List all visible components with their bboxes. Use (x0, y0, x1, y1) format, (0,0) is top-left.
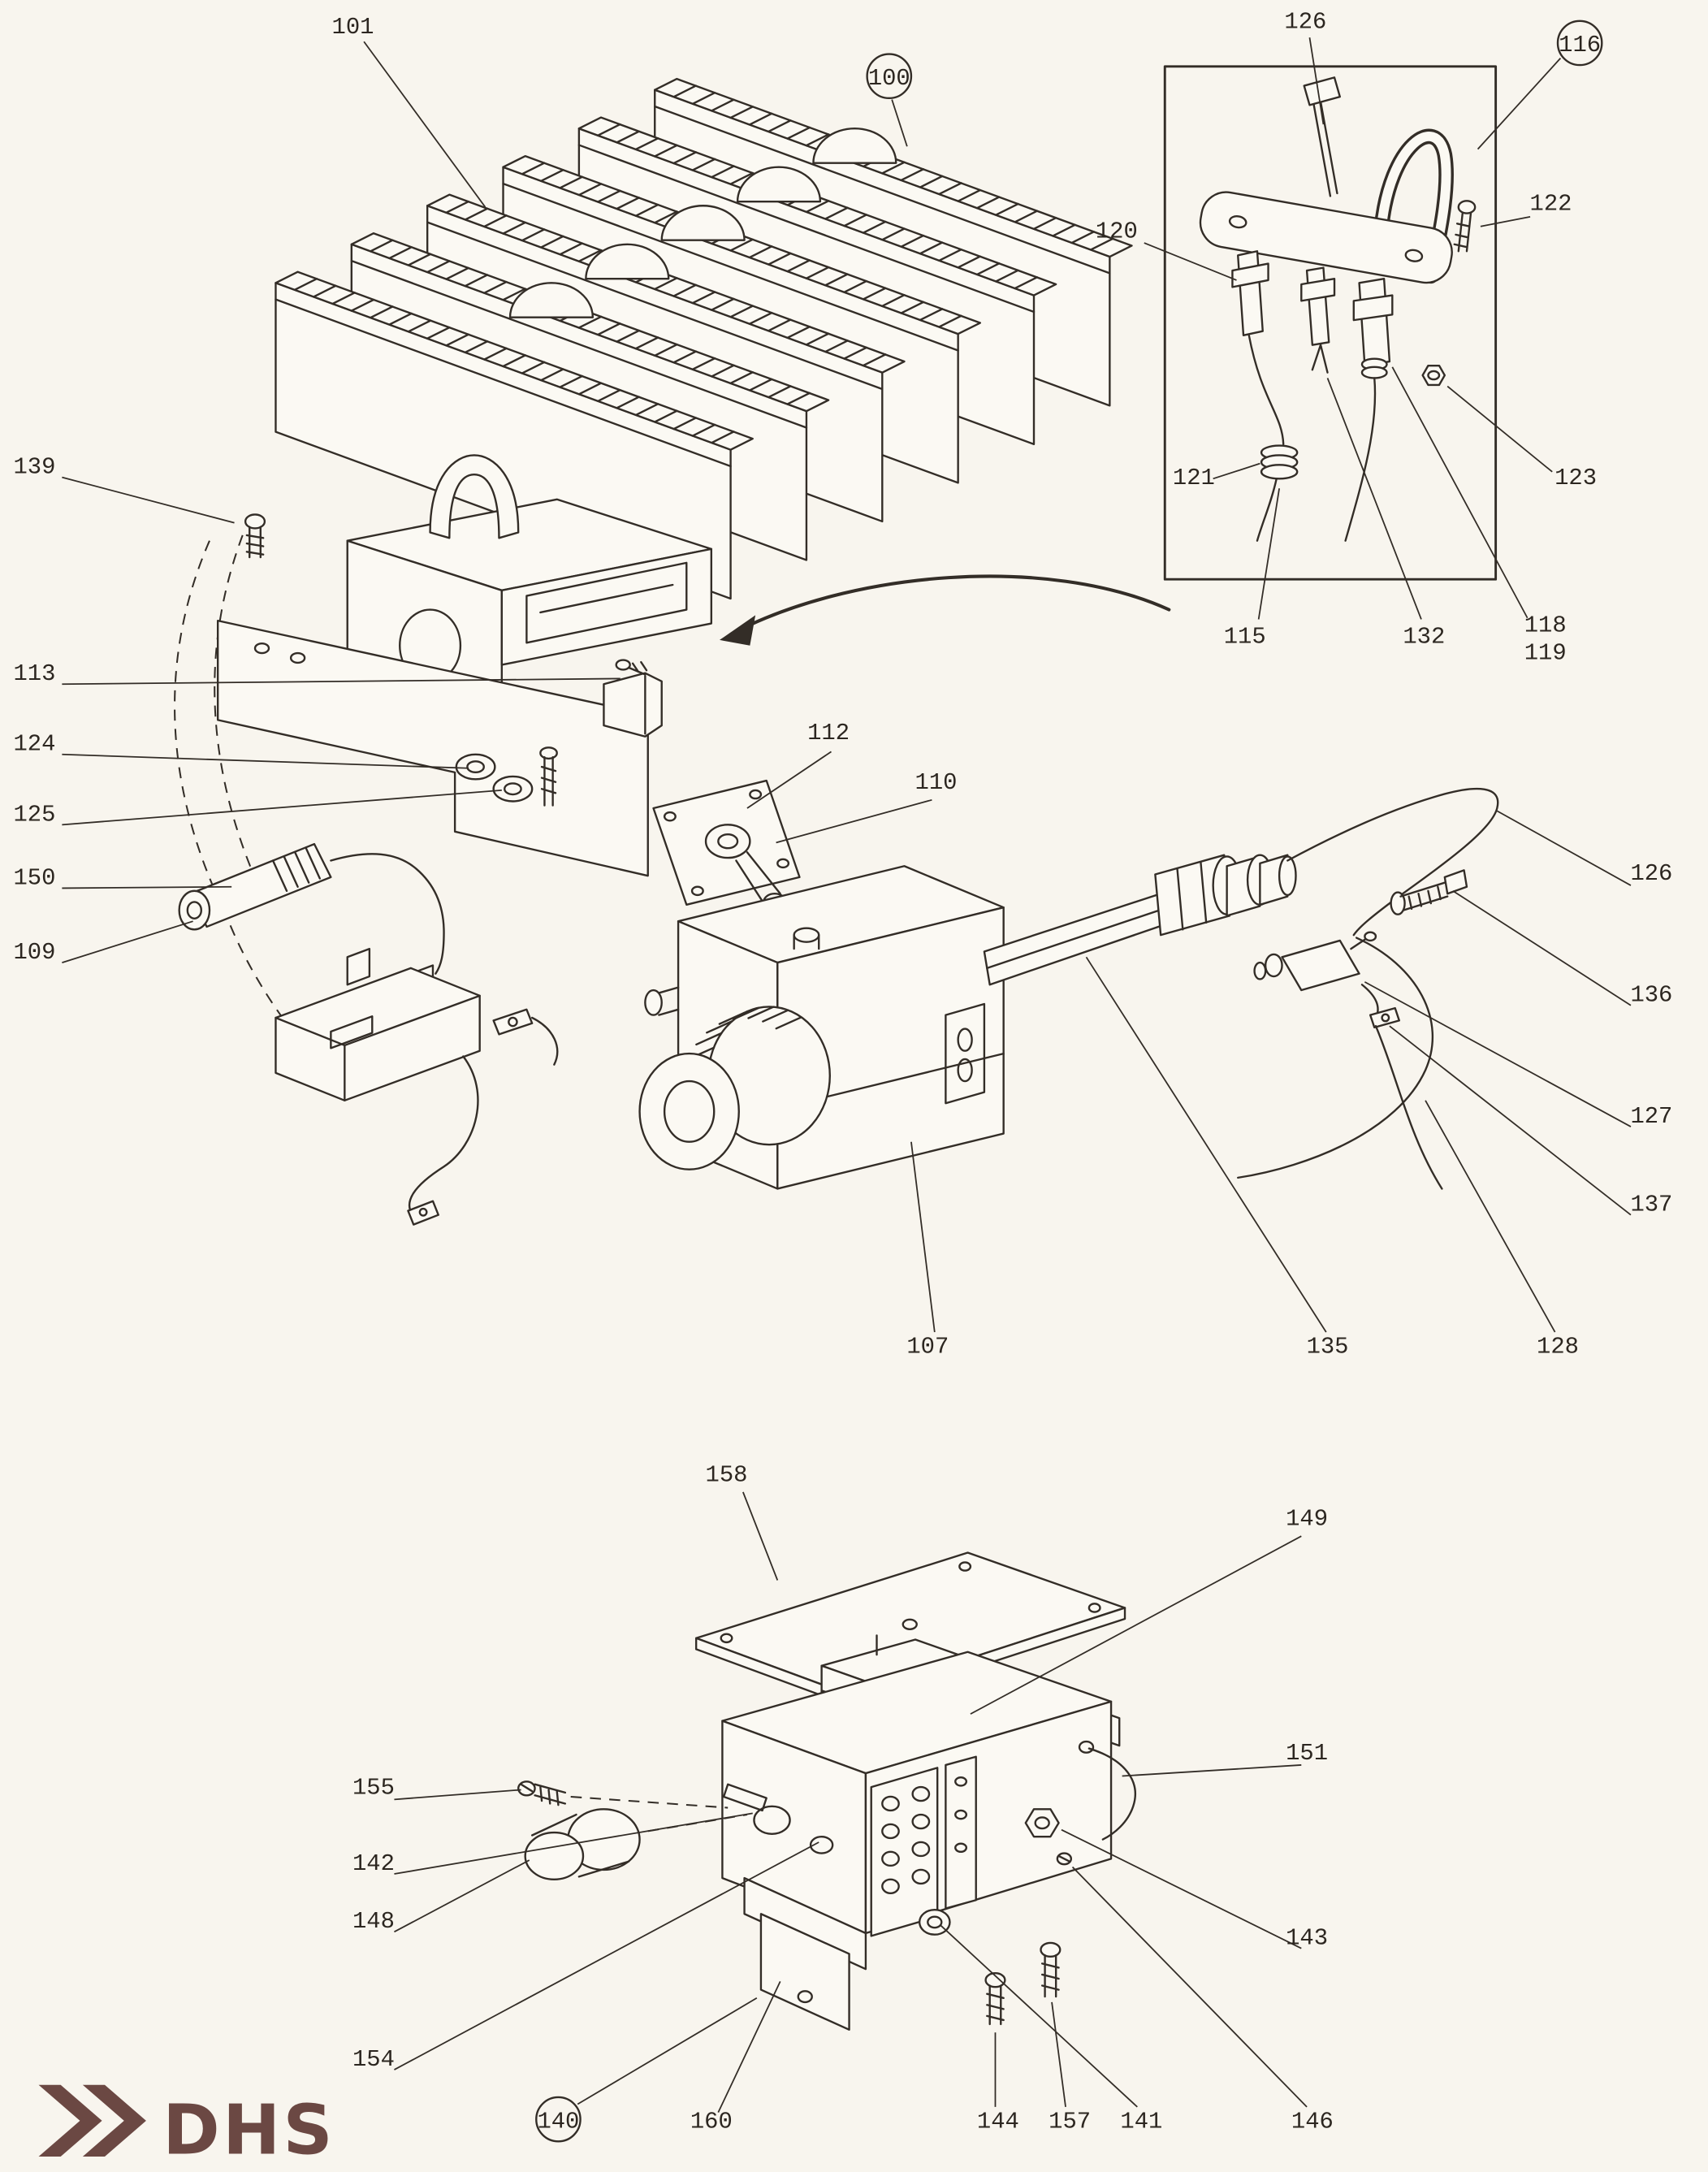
callout-160: 160 (690, 2108, 733, 2135)
callout-122: 122 (1530, 190, 1572, 217)
pilot-mounting-plate (1199, 191, 1453, 284)
callout-128: 128 (1537, 1333, 1579, 1360)
svg-text:116: 116 (1559, 32, 1601, 58)
callout-141: 141 (1120, 2108, 1162, 2135)
callout-112: 112 (807, 720, 850, 746)
callout-154: 154 (352, 2046, 395, 2073)
callout-155: 155 (352, 1775, 395, 1802)
callout-101: 101 (332, 14, 374, 41)
screw-122 (1453, 200, 1477, 253)
pilot-location-arrow (720, 574, 1171, 646)
logo-text: DHS (162, 2091, 335, 2171)
control-box-assembly (517, 1634, 1136, 2031)
valve-flange-plate (652, 779, 801, 911)
logo-arrow-icon (82, 2084, 146, 2157)
logo-arrow-icon (38, 2084, 102, 2157)
screw-139 (244, 513, 266, 559)
washer-125 (492, 775, 534, 803)
callout-124: 124 (13, 731, 55, 758)
callout-150: 150 (13, 864, 55, 891)
callout-137: 137 (1630, 1192, 1672, 1218)
callout-146: 146 (1291, 2108, 1334, 2135)
pilot-assembly-inset (1163, 65, 1498, 581)
carry-handle (429, 454, 520, 539)
callout-151: 151 (1286, 1740, 1328, 1767)
callout-143: 143 (1286, 1925, 1328, 1952)
wire-151 (1078, 1740, 1136, 1841)
cap-148 (524, 1808, 641, 1881)
callout-144: 144 (977, 2108, 1019, 2135)
svg-text:140: 140 (537, 2108, 579, 2135)
callout-115: 115 (1224, 623, 1266, 650)
valve-control-knob (638, 1006, 831, 1170)
callout-126-right: 126 (1630, 860, 1672, 887)
ground-screw-146 (1056, 1852, 1073, 1866)
manifold-tube (983, 854, 1297, 986)
pilot-electrode-right (1344, 278, 1394, 542)
screw-157 (1040, 1941, 1062, 1998)
interrupter-block-127 (1253, 931, 1377, 992)
alignment-dashed-arcs (174, 534, 326, 1071)
spade-terminal (492, 1008, 559, 1066)
leader-lines (62, 37, 1632, 2114)
callout-100: 100 (866, 53, 913, 100)
dhs-logo: DHS (38, 2084, 335, 2171)
plate-screw (539, 746, 558, 807)
igniter-electrode (178, 842, 445, 975)
clip-137 (1360, 984, 1400, 1029)
pilot-electrode-middle (1300, 266, 1336, 374)
callout-127: 127 (1630, 1103, 1672, 1130)
callout-110: 110 (915, 769, 958, 796)
bracket-160 (743, 1876, 867, 2031)
callout-109: 109 (13, 939, 55, 966)
callout-157: 157 (1049, 2108, 1091, 2135)
callout-135: 135 (1307, 1333, 1349, 1360)
pilot-bracket-113 (603, 659, 663, 738)
callout-148: 148 (352, 1908, 395, 1935)
burner-finned-assembly (275, 77, 1133, 600)
callout-126-top: 126 (1284, 8, 1326, 35)
callout-107: 107 (906, 1333, 949, 1360)
callout-119: 119 (1524, 640, 1567, 667)
callout-116: 116 (1556, 19, 1603, 67)
callout-121: 121 (1173, 465, 1215, 491)
stud-136 (1390, 869, 1468, 915)
callout-113: 113 (13, 660, 55, 687)
callout-136: 136 (1630, 982, 1672, 1009)
callout-120: 120 (1096, 218, 1138, 244)
screw-144 (984, 1972, 1006, 2026)
callout-123: 123 (1554, 465, 1597, 491)
hex-fitting-143 (1024, 1808, 1060, 1838)
wire-connector-plug (275, 947, 559, 1226)
callout-125: 125 (13, 801, 55, 828)
nut-123 (1421, 364, 1446, 387)
callout-labels: 101 100 126 116 122 120 121 123 115 132 … (13, 8, 1672, 2143)
washer-124 (455, 753, 496, 781)
callout-149: 149 (1286, 1506, 1328, 1533)
svg-text:100: 100 (868, 65, 910, 92)
gas-valve-assembly (638, 779, 1499, 1190)
callout-158: 158 (706, 1461, 748, 1488)
callout-118: 118 (1524, 612, 1567, 639)
pilot-electrode-left (1231, 250, 1285, 446)
callout-132: 132 (1403, 623, 1445, 650)
terminal-strip (870, 1755, 977, 1937)
mounting-plate (216, 619, 663, 877)
callout-139: 139 (13, 454, 55, 481)
bushing-121 (1256, 444, 1299, 542)
callout-140: 140 (535, 2096, 582, 2143)
callout-142: 142 (352, 1850, 395, 1877)
